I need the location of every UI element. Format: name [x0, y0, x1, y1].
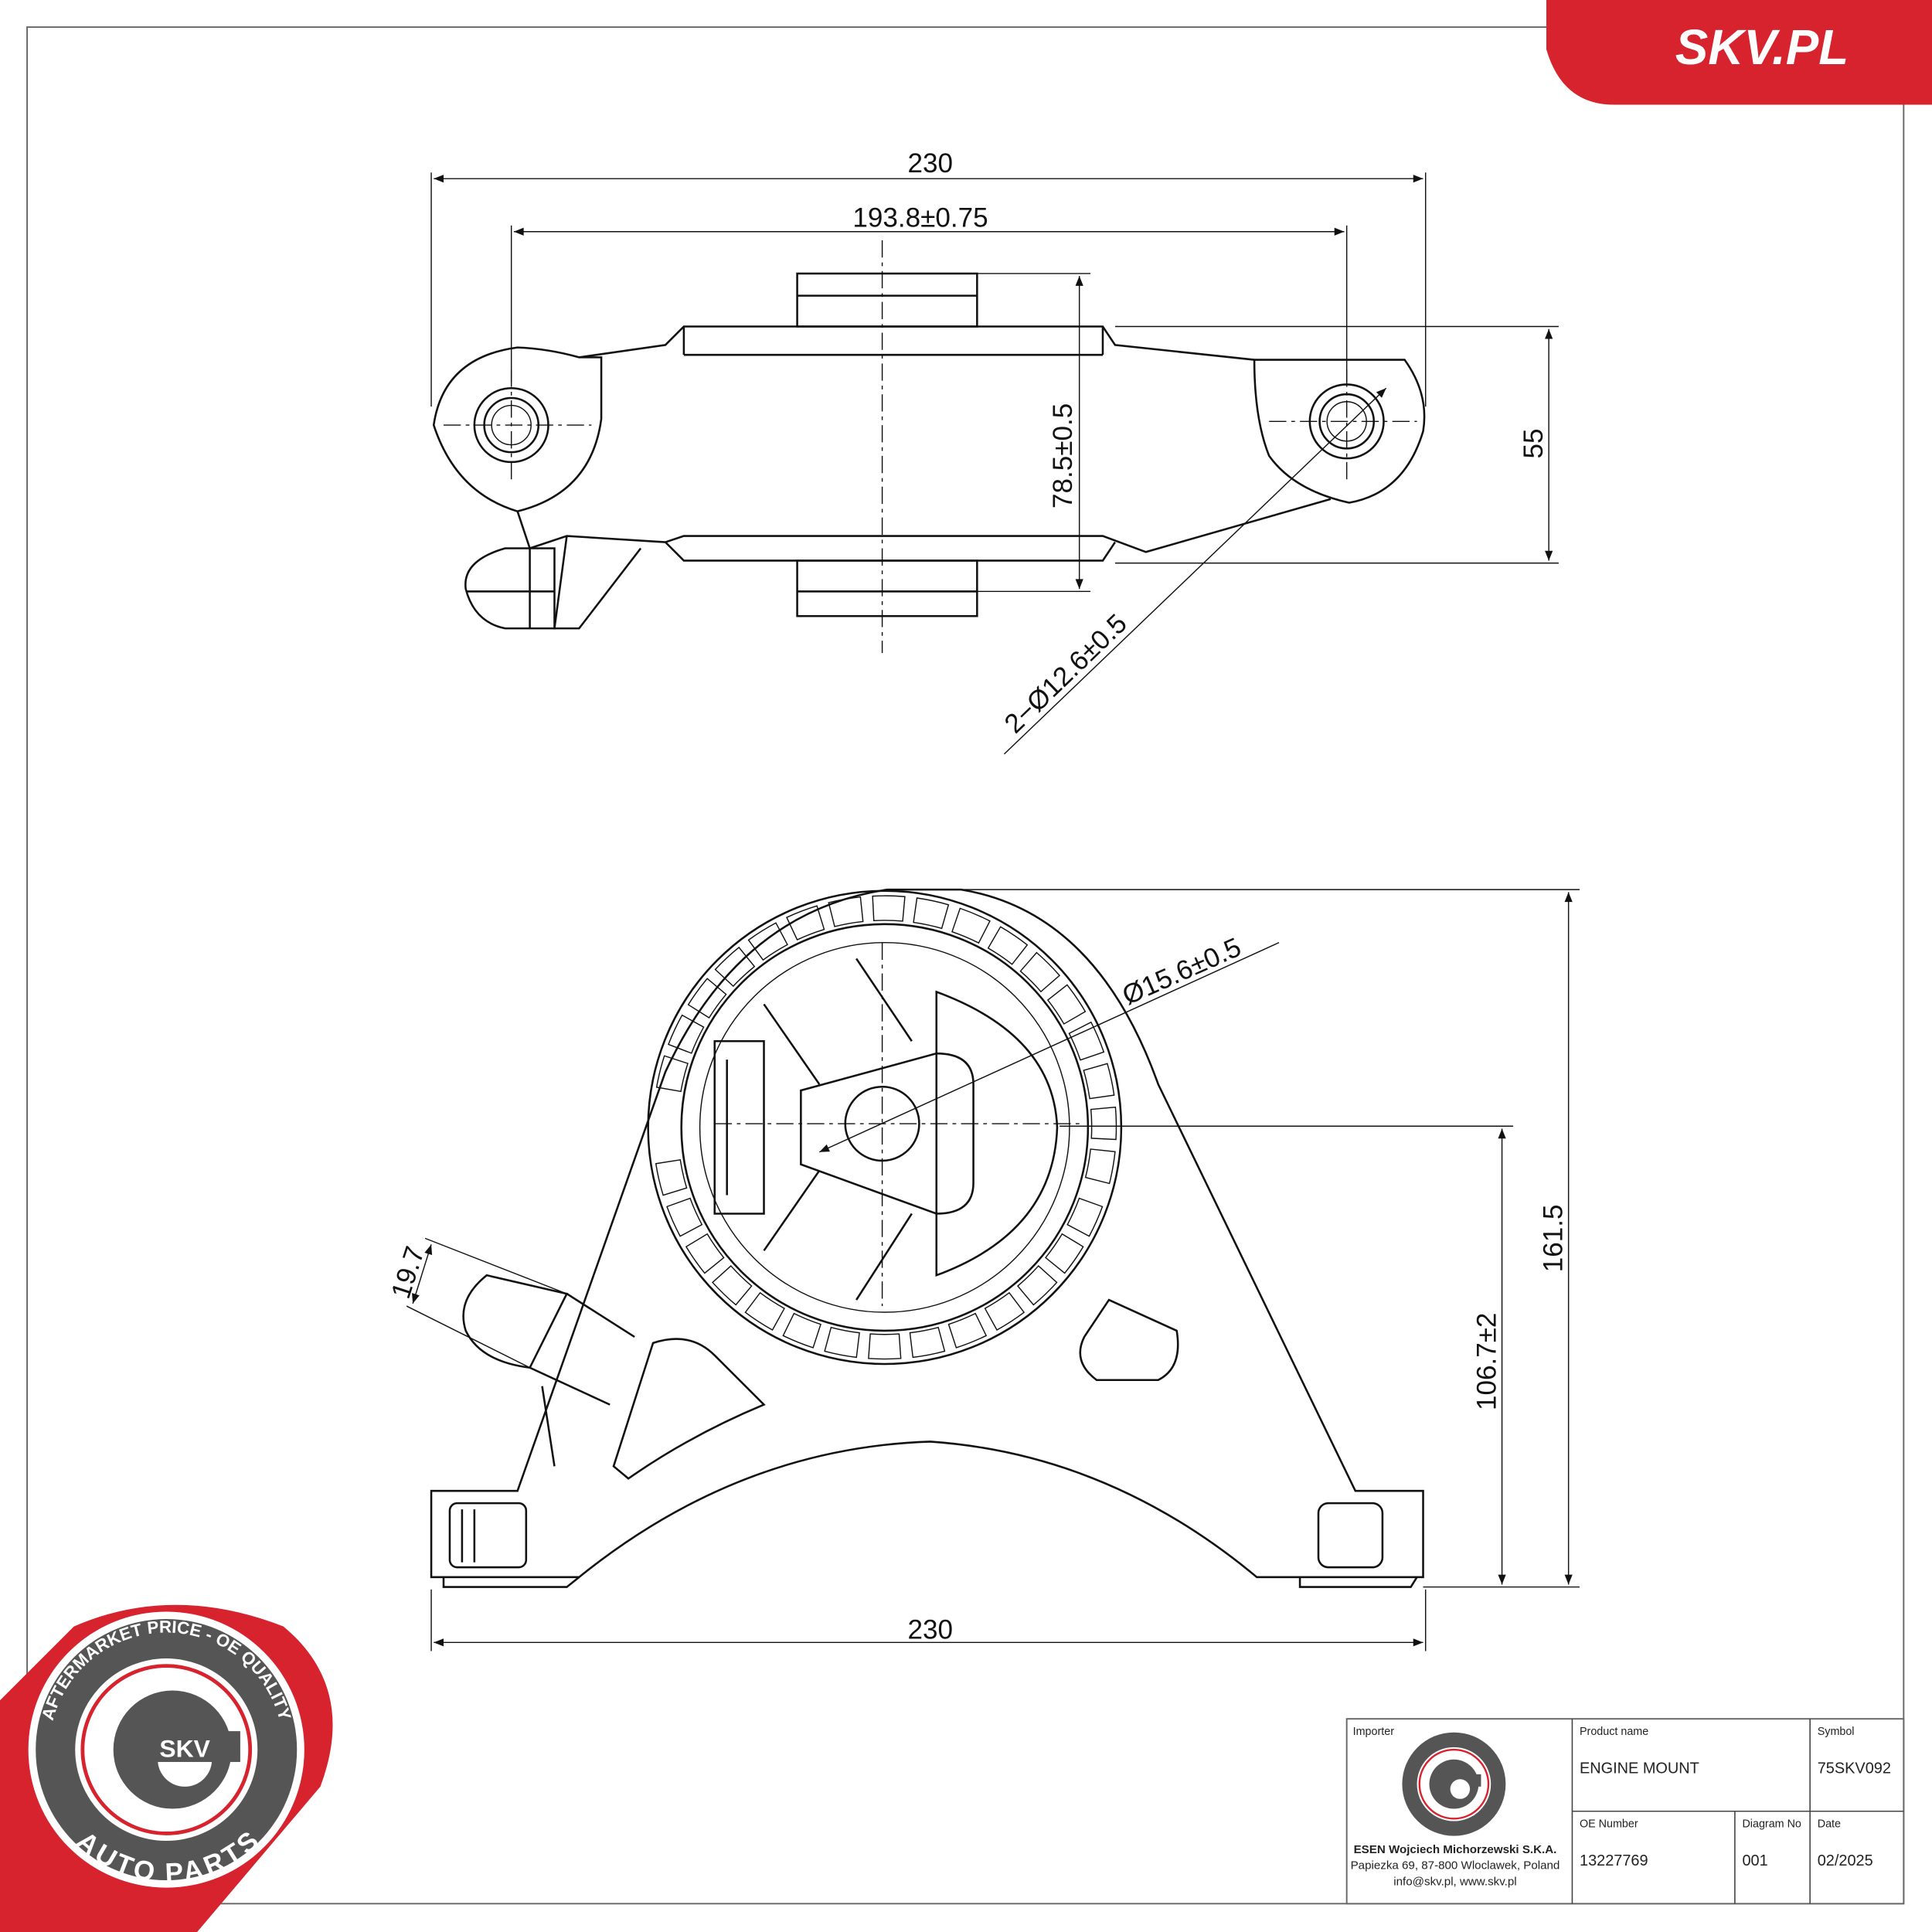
rib-cell	[782, 1312, 821, 1349]
rib-cell	[655, 1055, 689, 1093]
dim-bore-diameter: Ø15.6±0.5	[1118, 932, 1246, 1011]
rib-cell	[828, 896, 864, 927]
rib-cell	[913, 897, 950, 930]
top-view: 230 193.8±0.75 78.5±0.5 55 2−Ø12.6±0.5	[430, 148, 1559, 755]
rib-cell	[655, 1158, 688, 1196]
rib-cell	[987, 926, 1029, 965]
title-block: Importer ESEN Wojciech Michorzewski S.K.…	[1345, 1718, 1905, 1905]
dim-overall-height: 161.5	[1539, 1204, 1569, 1272]
rib-cell	[668, 1014, 705, 1054]
svg-text:SKV: SKV	[159, 1735, 210, 1763]
oe-number: 13227769	[1580, 1852, 1648, 1869]
dim-hole-spacing: 193.8±0.75	[852, 202, 988, 233]
dim-hole-diameter: 2−Ø12.6±0.5	[998, 608, 1132, 739]
rib-cell	[744, 1291, 785, 1331]
svg-text:Product name: Product name	[1580, 1726, 1648, 1738]
skv-seal-logo: SKV AFTERMARKET PRICE - OE QUALITY AUTO …	[0, 1604, 333, 1932]
rib-cell	[1046, 984, 1087, 1025]
svg-text:Papiezka 69, 87-800 Wloclawek,: Papiezka 69, 87-800 Wloclawek, Poland	[1351, 1859, 1560, 1872]
svg-text:Importer: Importer	[1353, 1726, 1395, 1738]
site-logo: SKV.PL	[1675, 19, 1849, 75]
symbol: 75SKV092	[1818, 1760, 1891, 1777]
svg-text:info@skv.pl, www.skv.pl: info@skv.pl, www.skv.pl	[1393, 1875, 1516, 1888]
rib-cell	[947, 1312, 988, 1349]
rib-cell	[951, 907, 991, 944]
rib-cell	[747, 922, 788, 961]
svg-text:Diagram No: Diagram No	[1742, 1818, 1801, 1830]
svg-text:OE Number: OE Number	[1580, 1818, 1638, 1830]
dim-height-top: 78.5±0.5	[1048, 403, 1078, 509]
front-view: /* placeholder */ 161.5 106.7±2 230 Ø15.…	[386, 888, 1580, 1651]
dim-center-height: 106.7±2	[1472, 1313, 1502, 1411]
rib-cell	[1090, 1106, 1117, 1141]
svg-text:Symbol: Symbol	[1818, 1726, 1855, 1738]
site-logo-tab: SKV.PL	[1546, 0, 1932, 105]
rib-cell	[714, 946, 756, 988]
rib-cell	[1019, 951, 1061, 993]
dim-pin-length: 19.7	[386, 1243, 430, 1302]
svg-text:Date: Date	[1818, 1818, 1841, 1830]
rib-cell	[1083, 1063, 1115, 1100]
rib-cell	[1068, 1021, 1105, 1061]
rib-cell	[687, 978, 727, 1019]
date: 02/2025	[1818, 1852, 1873, 1869]
rib-cell	[1084, 1148, 1116, 1185]
rib-cell	[1044, 1233, 1084, 1274]
rib-cell	[685, 1233, 725, 1274]
rib-cell	[1066, 1197, 1104, 1237]
rib-cell	[712, 1265, 753, 1306]
importer-logo	[1402, 1732, 1506, 1836]
dim-overall-length-top: 230	[908, 148, 954, 179]
product-name: ENGINE MOUNT	[1580, 1760, 1699, 1777]
rib-cell	[666, 1197, 703, 1237]
rib-cell	[824, 1326, 860, 1359]
rib-cell	[909, 1326, 946, 1359]
rib-cell	[872, 895, 906, 922]
rib-cell	[786, 905, 825, 940]
dim-base-width: 230	[908, 1615, 954, 1645]
page-border	[26, 26, 1905, 1905]
svg-text:ESEN Wojciech Michorzewski S.K: ESEN Wojciech Michorzewski S.K.A.	[1354, 1843, 1557, 1856]
rib-cell	[984, 1291, 1026, 1331]
diagram-no: 001	[1742, 1852, 1767, 1869]
rib-cell	[1016, 1265, 1058, 1306]
rib-cell	[868, 1333, 902, 1360]
dim-offset: 55	[1519, 428, 1549, 458]
ring-ribs: /* placeholder */	[655, 895, 1117, 1360]
